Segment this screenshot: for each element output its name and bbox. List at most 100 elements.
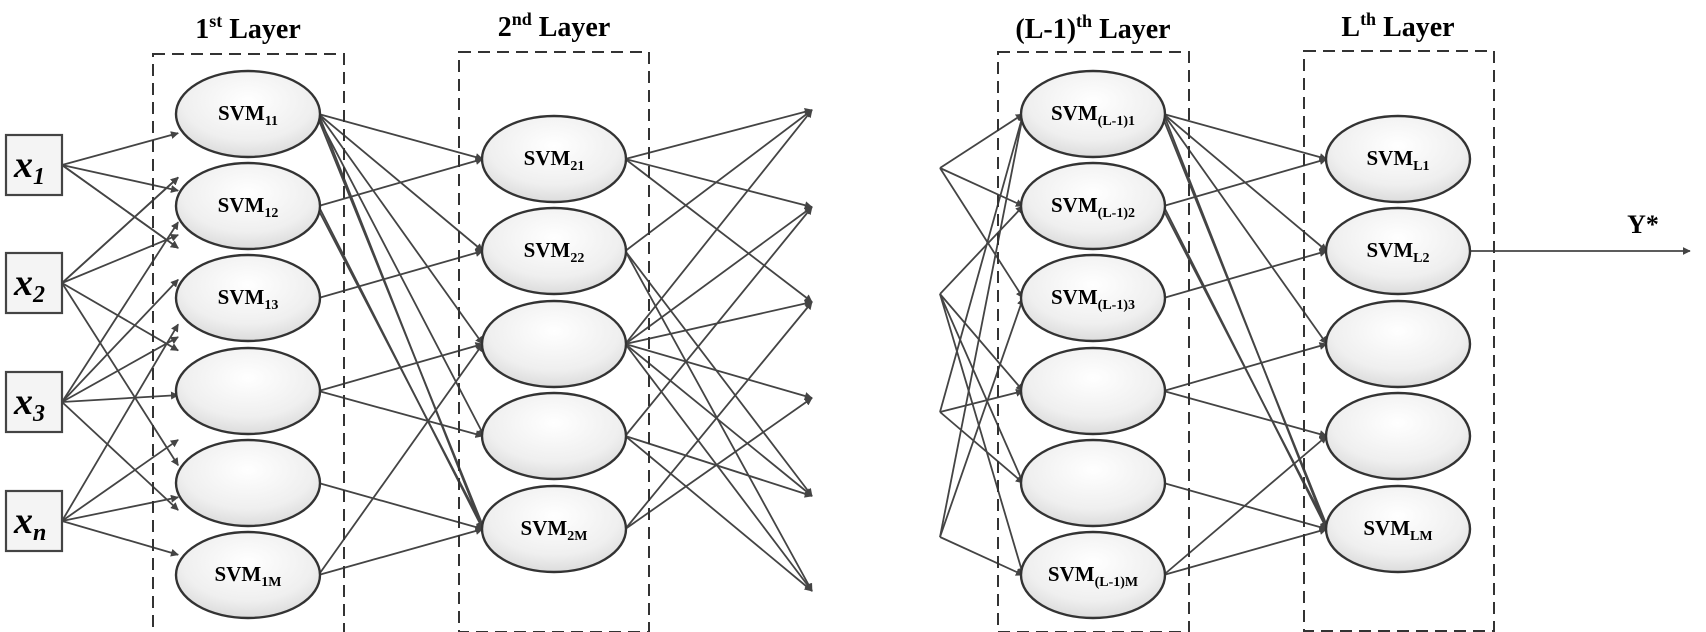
connection-arrow <box>1160 113 1330 530</box>
connection-arrow <box>61 336 179 403</box>
connection-arrow <box>624 206 813 437</box>
svm-node-label: SVM13 <box>218 285 279 313</box>
connection-arrow <box>939 293 1024 392</box>
connection-arrow <box>318 113 484 161</box>
connection-arrow <box>624 250 813 497</box>
connection-arrow <box>61 164 179 249</box>
connection-arrow <box>61 323 179 522</box>
connection-arrow <box>939 388 1024 413</box>
connection-arrow <box>939 293 1024 484</box>
svm-node-label: SVM2M <box>521 516 588 544</box>
layer-1-node <box>174 346 322 436</box>
svm-node-label: SVML1 <box>1366 146 1429 174</box>
connection-arrow <box>1162 113 1328 345</box>
layer-l-node <box>1324 299 1472 389</box>
connection-arrow <box>624 343 813 592</box>
input-node: x2 <box>4 251 64 315</box>
connection-arrow <box>625 107 813 160</box>
connection-arrow <box>624 206 813 345</box>
connection-arrow <box>1160 205 1329 530</box>
svm-node-label: SVM(L-1)2 <box>1051 193 1135 221</box>
svm-node-label: SVM(L-1)M <box>1048 562 1138 590</box>
connection-arrow <box>318 390 484 438</box>
svm-node-label: SVM12 <box>218 193 279 221</box>
svm-node-ellipse <box>1019 346 1167 436</box>
svm-node-label: SVML2 <box>1366 238 1429 266</box>
connection-arrow <box>939 536 1024 576</box>
svm-node-ellipse <box>480 391 628 481</box>
connection-arrow <box>61 439 179 522</box>
connection-arrow <box>939 113 1024 169</box>
layer-2-node <box>480 299 628 389</box>
layer-l-node: SVML2 <box>1324 206 1472 296</box>
svm-node-ellipse <box>1019 253 1167 343</box>
svm-node-ellipse <box>1324 206 1472 296</box>
layer-1-node: SVM12 <box>174 161 322 251</box>
input-node: x3 <box>4 370 64 434</box>
connection-arrow <box>61 494 179 522</box>
connection-arrow <box>61 278 179 403</box>
connection-arrow <box>315 205 485 530</box>
svm-node-label: SVM11 <box>218 101 278 129</box>
svm-node-ellipse <box>1019 161 1167 251</box>
connection-arrow <box>1163 113 1328 161</box>
connection-arrow <box>939 167 1024 207</box>
svm-node-ellipse <box>1324 484 1472 574</box>
layer-l-minus-1-box <box>997 51 1190 632</box>
svm-node-label: SVM(L-1)3 <box>1051 285 1135 313</box>
output-label: Y* <box>1627 210 1659 239</box>
input-box <box>4 370 64 434</box>
layer-l-minus-1-node: SVM(L-1)3 <box>1019 253 1167 343</box>
connection-arrow <box>61 282 179 352</box>
svm-node-ellipse <box>174 530 322 620</box>
layer-2-box <box>458 51 650 632</box>
connection-arrow <box>1163 249 1328 299</box>
svm-node-ellipse <box>1019 69 1167 159</box>
layer-l-minus-1-node: SVM(L-1)M <box>1019 530 1167 620</box>
layer-l-node: SVMLM <box>1324 484 1472 574</box>
connection-arrow <box>624 343 813 497</box>
connection-arrow <box>625 343 813 400</box>
svm-node-ellipse <box>1019 530 1167 620</box>
input-box <box>4 133 64 197</box>
connection-arrow <box>1163 157 1328 207</box>
connection-arrow <box>625 435 813 498</box>
svm-node-label: SVM(L-1)1 <box>1051 101 1135 129</box>
connection-arrow <box>939 293 1025 576</box>
layer-1-box <box>152 53 345 632</box>
svm-node-label: SVM1M <box>215 562 282 590</box>
connection-arrow <box>624 301 813 530</box>
connection-arrow <box>939 113 1026 538</box>
svm-node-ellipse <box>174 161 322 251</box>
connection-arrow <box>624 109 813 252</box>
connection-arrow <box>318 482 484 531</box>
layer-1-node <box>174 438 322 528</box>
connection-arrow <box>318 157 484 207</box>
svm-node-label: SVMLM <box>1363 516 1432 544</box>
svm-node-ellipse <box>1324 391 1472 481</box>
layer-l-node: SVML1 <box>1324 114 1472 204</box>
layer-1-node: SVM11 <box>174 69 322 159</box>
layer-l-node <box>1324 391 1472 481</box>
layer-1-node: SVM13 <box>174 253 322 343</box>
svm-node-ellipse <box>1019 438 1167 528</box>
connection-arrow <box>624 158 813 303</box>
layer-l-minus-1-node: SVM(L-1)1 <box>1019 69 1167 159</box>
connection-arrow <box>61 401 179 511</box>
input-node: x1 <box>4 133 64 197</box>
connection-arrow <box>624 397 813 530</box>
layer-l-title: Lth Layer <box>1341 9 1454 43</box>
input-label: xn <box>13 500 46 546</box>
connection-arrow <box>939 297 1025 538</box>
connection-arrow <box>1163 390 1328 438</box>
svm-node-ellipse <box>174 69 322 159</box>
layer-2-node: SVM22 <box>480 206 628 296</box>
input-label: x2 <box>13 262 45 308</box>
input-box <box>4 489 64 553</box>
svm-node-ellipse <box>1324 299 1472 389</box>
layer-2-title: 2nd Layer <box>498 9 611 43</box>
connection-arrow <box>61 233 179 284</box>
input-node: xn <box>4 489 64 553</box>
layer-l-minus-1-node <box>1019 438 1167 528</box>
